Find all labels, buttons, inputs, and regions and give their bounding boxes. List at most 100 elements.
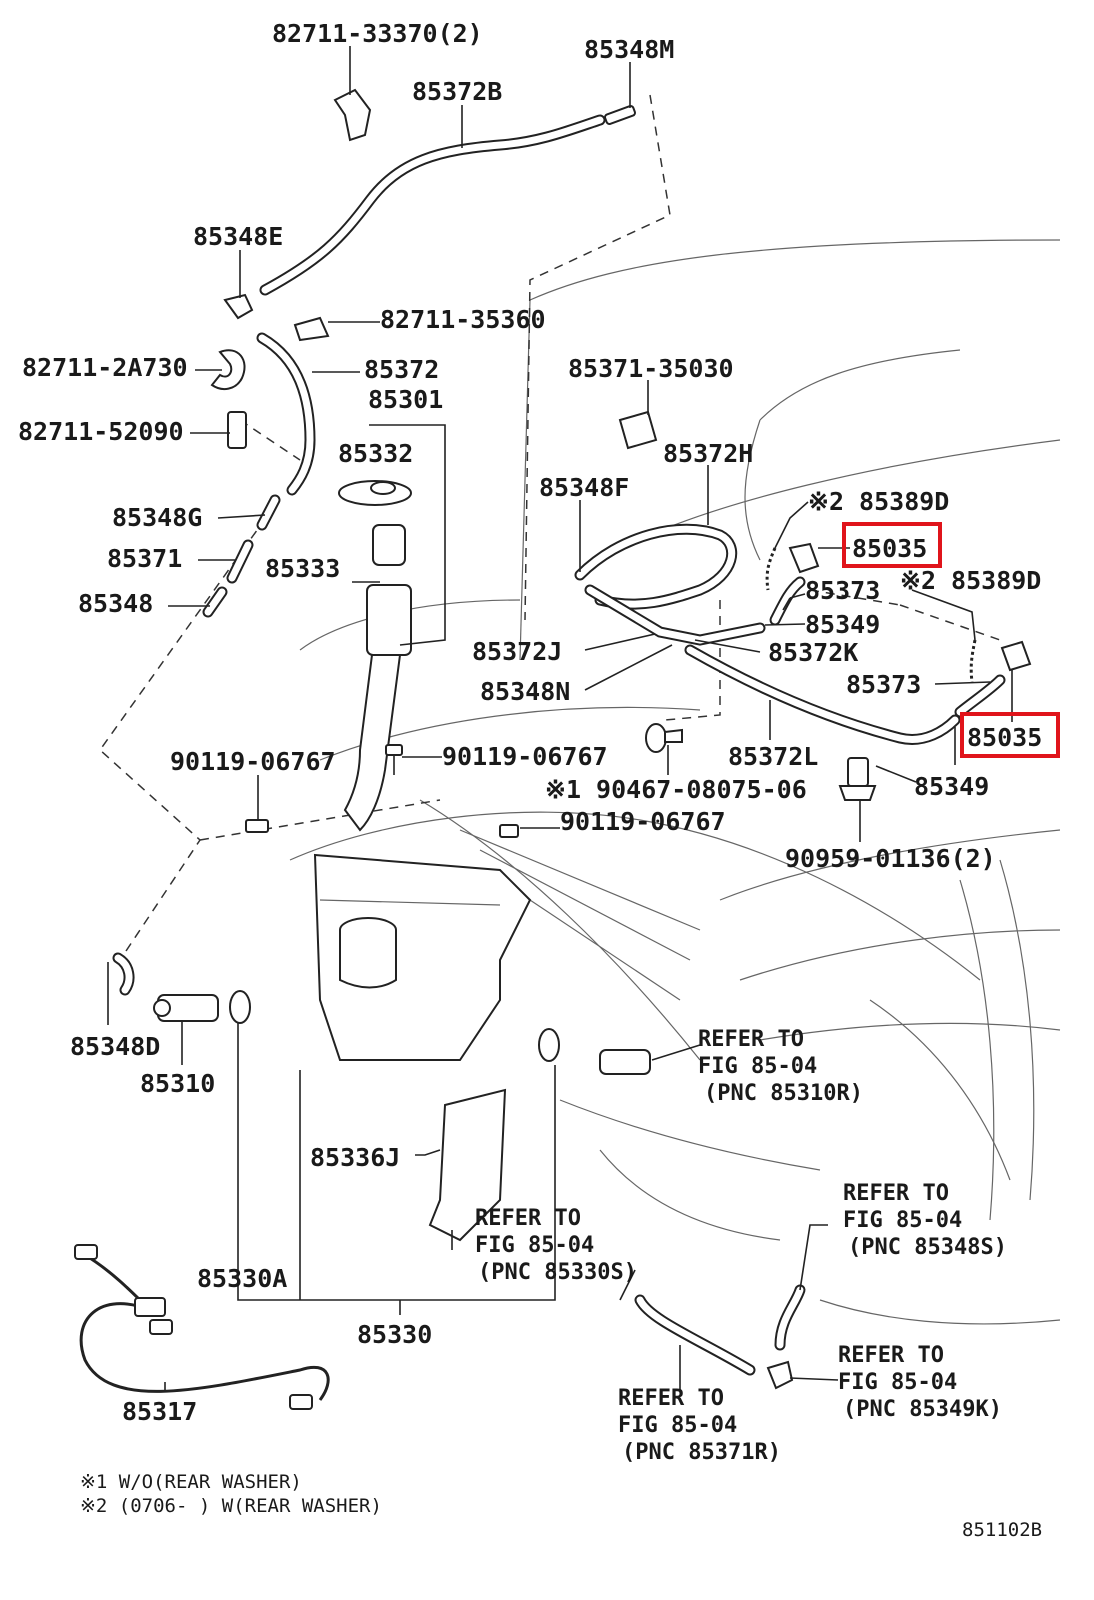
- highlight-85035-lower: [960, 712, 1060, 758]
- bracket-85336j: [428, 1088, 507, 1242]
- label-85035-upper: 85035: [852, 534, 927, 563]
- refer-line3: (PNC 85310R): [704, 1081, 863, 1106]
- hose-85348d: [112, 952, 135, 996]
- nozzle-85035-lower: [1000, 640, 1032, 672]
- clip-82711-33370: [333, 88, 372, 142]
- grommet-rear: [538, 1028, 560, 1062]
- hose-85372: [256, 332, 316, 496]
- label-85348m: 85348M: [584, 35, 674, 64]
- label-85389d-lower: ※2 85389D: [900, 566, 1041, 595]
- label-85371-35030: 85371-35030: [568, 354, 734, 383]
- label-85330a: 85330A: [197, 1264, 287, 1293]
- joint-85348m: [604, 105, 636, 125]
- label-85333: 85333: [265, 554, 340, 583]
- leader-lines: [107, 46, 1013, 1390]
- hose-85372h: [574, 523, 738, 610]
- refer-line3: (PNC 85371R): [622, 1440, 781, 1465]
- refer-line1: REFER TO: [698, 1027, 804, 1052]
- nozzle-85035-upper: [788, 542, 820, 574]
- figure-code: 851102B: [962, 1519, 1042, 1541]
- refer-line1: REFER TO: [618, 1386, 724, 1411]
- label-82711-33370: 82711-33370(2): [272, 19, 483, 48]
- label-85389d-upper: ※2 85389D: [808, 487, 949, 516]
- label-90467-08075-06: ※1 90467-08075-06: [545, 775, 807, 804]
- bolt-90119-a: [245, 819, 269, 833]
- part-labels: 82711-33370(2) 85348M 85372B 85348E 8271…: [18, 19, 1042, 1426]
- bracket-82711-52090: [227, 411, 247, 449]
- label-82711-35360: 82711-35360: [380, 305, 546, 334]
- joint-85349k: [766, 1360, 794, 1390]
- washer-tank-85301: [313, 853, 532, 1061]
- spiral-hose-85389d-lower: [969, 639, 977, 683]
- refer-line2: FIG 85-04: [843, 1208, 962, 1233]
- label-85372l: 85372L: [728, 742, 818, 771]
- label-90119-06767-right: 90119-06767: [560, 807, 726, 836]
- hose-85373-lower: [954, 674, 1006, 718]
- refer-line3: (PNC 85330S): [478, 1260, 637, 1285]
- connector-chain-left: [202, 494, 281, 618]
- label-85372j: 85372J: [472, 637, 562, 666]
- label-90959-01136: 90959-01136(2): [785, 844, 996, 873]
- label-85310: 85310: [140, 1069, 215, 1098]
- label-85035-lower: 85035: [967, 723, 1042, 752]
- refer-to-85371r: REFER TO FIG 85-04 (PNC 85371R): [618, 1386, 781, 1465]
- label-85348e: 85348E: [193, 222, 283, 251]
- hose-85372j: [584, 584, 766, 646]
- label-85373-lower: 85373: [846, 670, 921, 699]
- cap-85332: [338, 480, 412, 506]
- highlight-boxes: [842, 522, 1060, 758]
- refer-line2: FIG 85-04: [838, 1370, 957, 1395]
- label-85348d: 85348D: [70, 1032, 160, 1061]
- label-85330: 85330: [357, 1320, 432, 1349]
- label-85373-upper: 85373: [805, 576, 880, 605]
- hose-85371r: [634, 1294, 756, 1376]
- refer-line2: FIG 85-04: [475, 1233, 594, 1258]
- label-85348n: 85348N: [480, 677, 570, 706]
- refer-to-85349k: REFER TO FIG 85-04 (PNC 85349K): [838, 1343, 1002, 1422]
- clamp-82711-2a730: [210, 349, 246, 391]
- grommet-85330a: [229, 990, 251, 1024]
- highlight-85035-upper: [842, 522, 942, 568]
- label-85301: 85301: [368, 385, 443, 414]
- footnotes: ※1 W/O(REAR WASHER) ※2 (0706- ) W(REAR W…: [80, 1471, 1042, 1541]
- spiral-hose-85389d-upper: [765, 547, 777, 591]
- pin-90467: [645, 723, 683, 753]
- label-85348g: 85348G: [112, 503, 202, 532]
- clip-82711-35360: [293, 316, 330, 342]
- refer-to-85310r: REFER TO FIG 85-04 (PNC 85310R): [698, 1027, 863, 1106]
- hose-85372b: [259, 114, 606, 296]
- label-85317: 85317: [122, 1397, 197, 1426]
- label-85372k: 85372K: [768, 638, 858, 667]
- grommet-90959: [838, 757, 877, 801]
- label-85372h: 85372H: [663, 439, 753, 468]
- pump-85310: [153, 994, 219, 1022]
- label-85349-lower: 85349: [914, 772, 989, 801]
- refer-line1: REFER TO: [843, 1181, 949, 1206]
- label-82711-2a730: 82711-2A730: [22, 353, 188, 382]
- label-85348: 85348: [78, 589, 153, 618]
- refer-line3: (PNC 85348S): [848, 1235, 1007, 1260]
- inlet-85333: [343, 524, 412, 832]
- label-85372: 85372: [364, 355, 439, 384]
- refer-to-85348s: REFER TO FIG 85-04 (PNC 85348S): [843, 1181, 1007, 1260]
- footnote-2: ※2 (0706- ) W(REAR WASHER): [80, 1495, 382, 1517]
- label-85372b: 85372B: [412, 77, 502, 106]
- wire-harness-85317: [74, 1244, 330, 1410]
- refer-line2: FIG 85-04: [618, 1413, 737, 1438]
- bolt-90119-b: [385, 744, 403, 775]
- refer-line1: REFER TO: [475, 1206, 581, 1231]
- label-85349-upper: 85349: [805, 610, 880, 639]
- clip-85371-35030: [618, 410, 658, 450]
- refer-line2: FIG 85-04: [698, 1054, 817, 1079]
- pump-rear: [599, 1049, 651, 1075]
- refer-line1: REFER TO: [838, 1343, 944, 1368]
- label-85371: 85371: [107, 544, 182, 573]
- hose-85373-upper: [769, 576, 806, 626]
- refer-to-85330s: REFER TO FIG 85-04 (PNC 85330S): [475, 1206, 637, 1285]
- label-85348f: 85348F: [539, 473, 629, 502]
- hose-85348s: [774, 1284, 806, 1351]
- label-90119-06767-left: 90119-06767: [170, 747, 336, 776]
- hose-85372l: [684, 644, 961, 745]
- joint-85348e: [223, 293, 254, 320]
